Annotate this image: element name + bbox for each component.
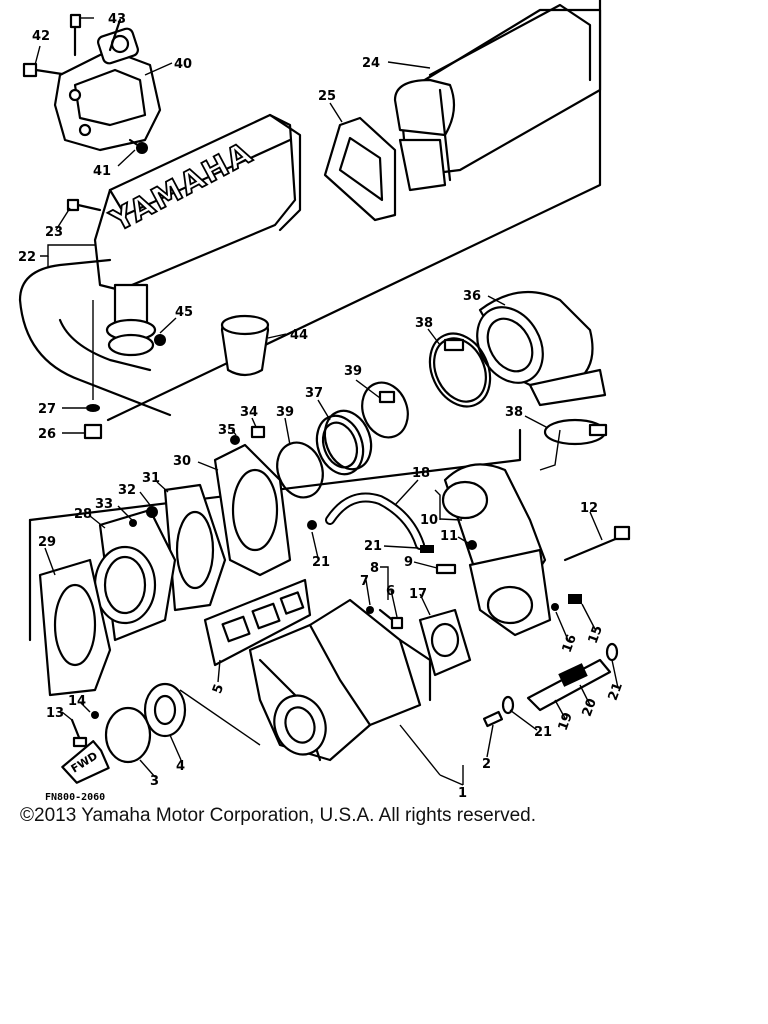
callout-13: 13 <box>46 706 64 721</box>
bracket-40 <box>53 18 162 152</box>
callout-7: 7 <box>360 574 369 589</box>
callout-8: 8 <box>370 561 379 576</box>
callout-18: 18 <box>412 466 430 481</box>
gasket-4 <box>143 682 187 738</box>
gasket-17 <box>418 608 472 677</box>
parts-16-15 <box>551 594 582 611</box>
coupler-37 <box>315 409 373 476</box>
callout-12: 12 <box>580 501 598 516</box>
callout-29: 29 <box>38 535 56 550</box>
callout-24: 24 <box>362 56 380 71</box>
callout-3: 3 <box>150 774 159 789</box>
callout-21-d: 21 <box>534 725 552 740</box>
callout-20: 20 <box>580 697 600 719</box>
exhaust-manifold-1 <box>179 598 441 776</box>
small-parts-11-21-9 <box>307 520 477 575</box>
callout-26: 26 <box>38 427 56 442</box>
clamp-39-upper <box>361 381 409 439</box>
bolt-12 <box>563 525 631 562</box>
washer-27 <box>86 404 100 412</box>
hose-18 <box>325 492 425 550</box>
callout-38-upper: 38 <box>415 316 433 331</box>
figure-code: FN800-2060 <box>45 792 105 800</box>
clamp-38-lower <box>543 418 608 446</box>
bolt-41 <box>128 138 148 154</box>
gasket-5 <box>203 578 312 667</box>
callout-22: 22 <box>18 250 36 265</box>
callout-21-c: 21 <box>606 681 626 703</box>
callout-16: 16 <box>560 633 580 655</box>
callout-21-a: 21 <box>364 539 382 554</box>
callout-32: 32 <box>118 483 136 498</box>
callout-33: 33 <box>95 497 113 512</box>
callout-27: 27 <box>38 402 56 417</box>
callout-19: 19 <box>556 711 576 733</box>
plate-28 <box>93 508 177 642</box>
callout-1: 1 <box>458 786 467 800</box>
bolts-32-33-34-35 <box>129 425 266 527</box>
callout-23: 23 <box>45 225 63 240</box>
callout-25: 25 <box>318 89 336 104</box>
hose-44 <box>220 314 270 377</box>
elbow-assembly-10 <box>441 463 552 637</box>
callout-14: 14 <box>68 694 86 709</box>
leader-lines <box>34 17 619 786</box>
callout-42: 42 <box>32 29 50 44</box>
callout-11: 11 <box>440 529 458 544</box>
callout-15: 15 <box>586 624 606 646</box>
callout-17: 17 <box>409 587 427 602</box>
callout-37: 37 <box>305 386 323 401</box>
callout-28: 28 <box>74 507 92 522</box>
plug-26 <box>83 423 103 440</box>
muffler-cover-24 <box>393 3 602 192</box>
cover-3 <box>104 706 152 764</box>
callout-38-lower: 38 <box>505 405 523 420</box>
callout-39-lower: 39 <box>276 405 294 420</box>
bolt-13 <box>70 718 88 748</box>
callout-10: 10 <box>420 513 438 528</box>
callout-45: 45 <box>175 305 193 320</box>
callout-40: 40 <box>174 57 192 72</box>
gasket-25 <box>323 116 397 222</box>
clamp-38-upper <box>428 332 492 408</box>
callout-21-b: 21 <box>312 555 330 570</box>
callout-35: 35 <box>218 423 236 438</box>
exploded-parts-diagram: YAMAHA <box>18 0 631 800</box>
callout-34: 34 <box>240 405 258 420</box>
bolts-6-7 <box>366 606 404 630</box>
elbow-36 <box>476 290 607 407</box>
callout-44: 44 <box>290 328 308 343</box>
callout-9: 9 <box>404 555 413 570</box>
washer-14 <box>91 711 99 719</box>
callout-5: 5 <box>210 682 227 696</box>
callout-labels: 43 42 40 24 25 41 23 22 36 45 44 38 39 3… <box>18 12 626 800</box>
callout-6: 6 <box>386 584 395 599</box>
copyright-notice: ©2013 Yamaha Motor Corporation, U.S.A. A… <box>20 805 536 826</box>
clamp-45 <box>154 334 166 346</box>
callout-41: 41 <box>93 164 111 179</box>
callout-36: 36 <box>463 289 481 304</box>
bolt-23 <box>66 198 102 212</box>
callout-4: 4 <box>176 759 185 774</box>
bolt-42 <box>22 62 64 78</box>
callout-2: 2 <box>482 757 491 772</box>
bolt-43 <box>69 13 82 57</box>
callout-31: 31 <box>142 471 160 486</box>
washers-21 <box>501 642 619 715</box>
plate-30 <box>213 443 292 577</box>
gasket-29 <box>38 558 112 697</box>
callout-30: 30 <box>173 454 191 469</box>
stud-2 <box>482 710 504 728</box>
callout-39-upper: 39 <box>344 364 362 379</box>
fwd-arrow-icon: FWD <box>61 740 110 784</box>
callout-43: 43 <box>108 12 126 27</box>
shaft-19-20 <box>526 658 612 712</box>
gasket-31 <box>163 483 227 612</box>
